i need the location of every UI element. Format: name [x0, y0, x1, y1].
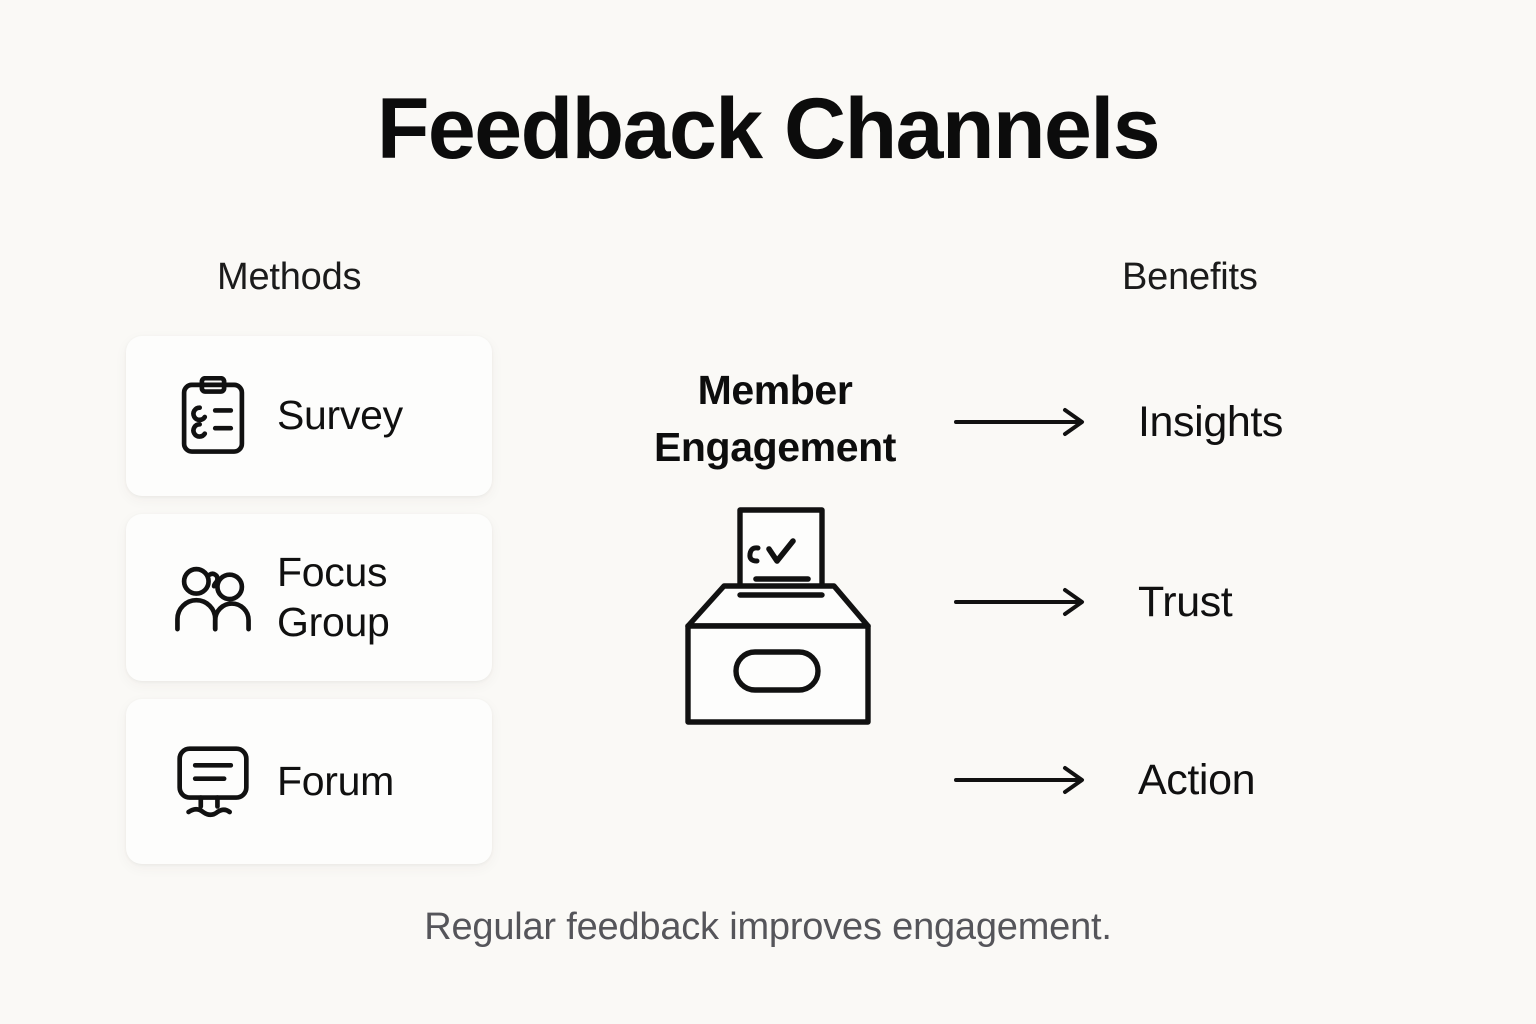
- arrow-right-icon: [952, 585, 1092, 619]
- method-label: Survey: [277, 391, 403, 440]
- page-title: Feedback Channels: [376, 81, 1161, 177]
- method-label-line1: Focus: [277, 549, 388, 596]
- benefit-label: Insights: [1138, 397, 1283, 446]
- benefit-row-trust[interactable]: Trust: [952, 572, 1382, 632]
- clipboard-checklist-icon: [171, 370, 255, 462]
- methods-list: Survey Focus Group: [126, 336, 492, 882]
- ballot-box-icon: [672, 500, 884, 732]
- speech-bubble-icon: [171, 736, 255, 828]
- center-title-line2: Engagement: [653, 423, 897, 470]
- method-card-focus-group[interactable]: Focus Group: [126, 514, 492, 681]
- method-label-line1: Forum: [277, 757, 394, 804]
- arrow-right-icon: [952, 405, 1092, 439]
- footer-caption: Regular feedback improves engagement.: [424, 906, 1112, 948]
- methods-column-heading: Methods: [217, 256, 362, 298]
- center-title-line1: Member: [697, 367, 853, 413]
- method-label-line2: Group: [277, 598, 390, 645]
- center-title: Member Engagement: [600, 362, 950, 475]
- benefit-label: Action: [1138, 755, 1256, 804]
- benefit-row-insights[interactable]: Insights: [952, 392, 1382, 452]
- benefit-label: Trust: [1138, 577, 1233, 626]
- method-label-line1: Survey: [277, 392, 403, 439]
- benefits-column-heading: Benefits: [1122, 256, 1258, 298]
- method-card-survey[interactable]: Survey: [126, 336, 492, 496]
- two-people-icon: [171, 552, 255, 644]
- method-label: Forum: [277, 757, 394, 806]
- benefit-row-action[interactable]: Action: [952, 750, 1382, 810]
- arrow-right-icon: [952, 763, 1092, 797]
- method-label: Focus Group: [277, 548, 390, 646]
- method-card-forum[interactable]: Forum: [126, 699, 492, 864]
